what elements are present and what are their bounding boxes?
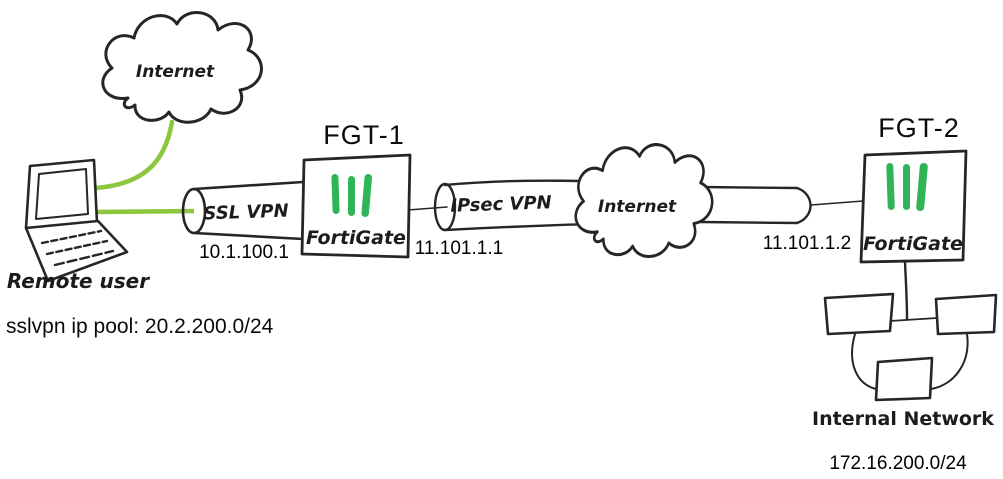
fgt2-wan-ip-label: 11.101.1.2 xyxy=(763,233,851,254)
internal-network-subnet-label: 172.16.200.0/24 xyxy=(829,453,967,474)
sslvpn-pool-note: sslvpn ip pool: 20.2.200.0/24 xyxy=(6,315,274,338)
internal-network-label: Internal Network xyxy=(812,408,994,430)
link-user-to-internet xyxy=(92,119,175,191)
fgt2-name-label: FGT-2 xyxy=(878,113,960,143)
lan-host-bottom xyxy=(874,356,934,402)
ssl-tunnel-mouth xyxy=(181,187,207,235)
fgt1-wan-ip-label: 11.101.1.1 xyxy=(415,238,503,259)
remote-user-label: Remote user xyxy=(7,269,150,293)
fgt1-brand-label: FortiGate xyxy=(306,227,406,249)
ssl-tunnel-bottom-edge xyxy=(192,231,305,241)
laptop-screen-inner xyxy=(35,168,89,220)
ipsec-tunnel-cap xyxy=(795,186,812,225)
laptop-keyboard xyxy=(24,219,129,283)
ssl-vpn-tunnel: SSL VPN xyxy=(181,180,305,241)
fortinet-logo-bar xyxy=(916,163,928,211)
lan-host-left xyxy=(823,292,895,336)
ssl-tunnel-body xyxy=(194,182,303,239)
tunnel-to-fgt2-line xyxy=(810,200,864,206)
fgt2-brand-label: FortiGate xyxy=(863,233,963,255)
lan-curve-left xyxy=(851,333,877,390)
fgt1-box xyxy=(300,153,412,259)
lan-host-right xyxy=(934,293,998,336)
internal-network: Internal Network 172.16.200.0/24 xyxy=(812,260,998,474)
ssl-tunnel-label: SSL VPN xyxy=(203,201,289,225)
fortigate-fgt1: FGT-1 FortiGate xyxy=(300,120,412,259)
fgt1-sslvpn-ip-label: 10.1.100.1 xyxy=(199,242,289,263)
fortinet-logo-bar xyxy=(361,174,373,217)
fortinet-logo-bar xyxy=(903,164,910,210)
fortinet-logo-bar xyxy=(348,176,355,216)
cloud-label: Internet xyxy=(136,62,215,82)
remote-user-laptop: Remote user xyxy=(7,158,150,293)
internet-cloud-middle: Internet xyxy=(574,143,714,259)
fortinet-logo-bar xyxy=(886,162,895,210)
internet-cloud-left: Internet xyxy=(101,11,263,124)
fgt1-name-label: FGT-1 xyxy=(323,120,405,150)
lan-horizontal-line xyxy=(889,317,938,322)
fortinet-logo-bar xyxy=(331,173,340,214)
ipsec-tunnel-mouth xyxy=(433,182,457,232)
laptop-key-row xyxy=(53,249,115,267)
fortigate-fgt2: FGT-2 FortiGate xyxy=(859,113,968,264)
ipsec-tunnel-label: IPsec VPN xyxy=(450,192,552,217)
laptop-key-row xyxy=(45,239,109,256)
ssl-tunnel-top-edge xyxy=(192,180,305,191)
cloud-label: Internet xyxy=(598,197,677,217)
lan-curve-right xyxy=(930,333,969,390)
fgt1-to-tunnel-line xyxy=(407,206,448,211)
laptop-key-row xyxy=(40,229,103,245)
fgt2-to-lan-line xyxy=(903,260,909,321)
